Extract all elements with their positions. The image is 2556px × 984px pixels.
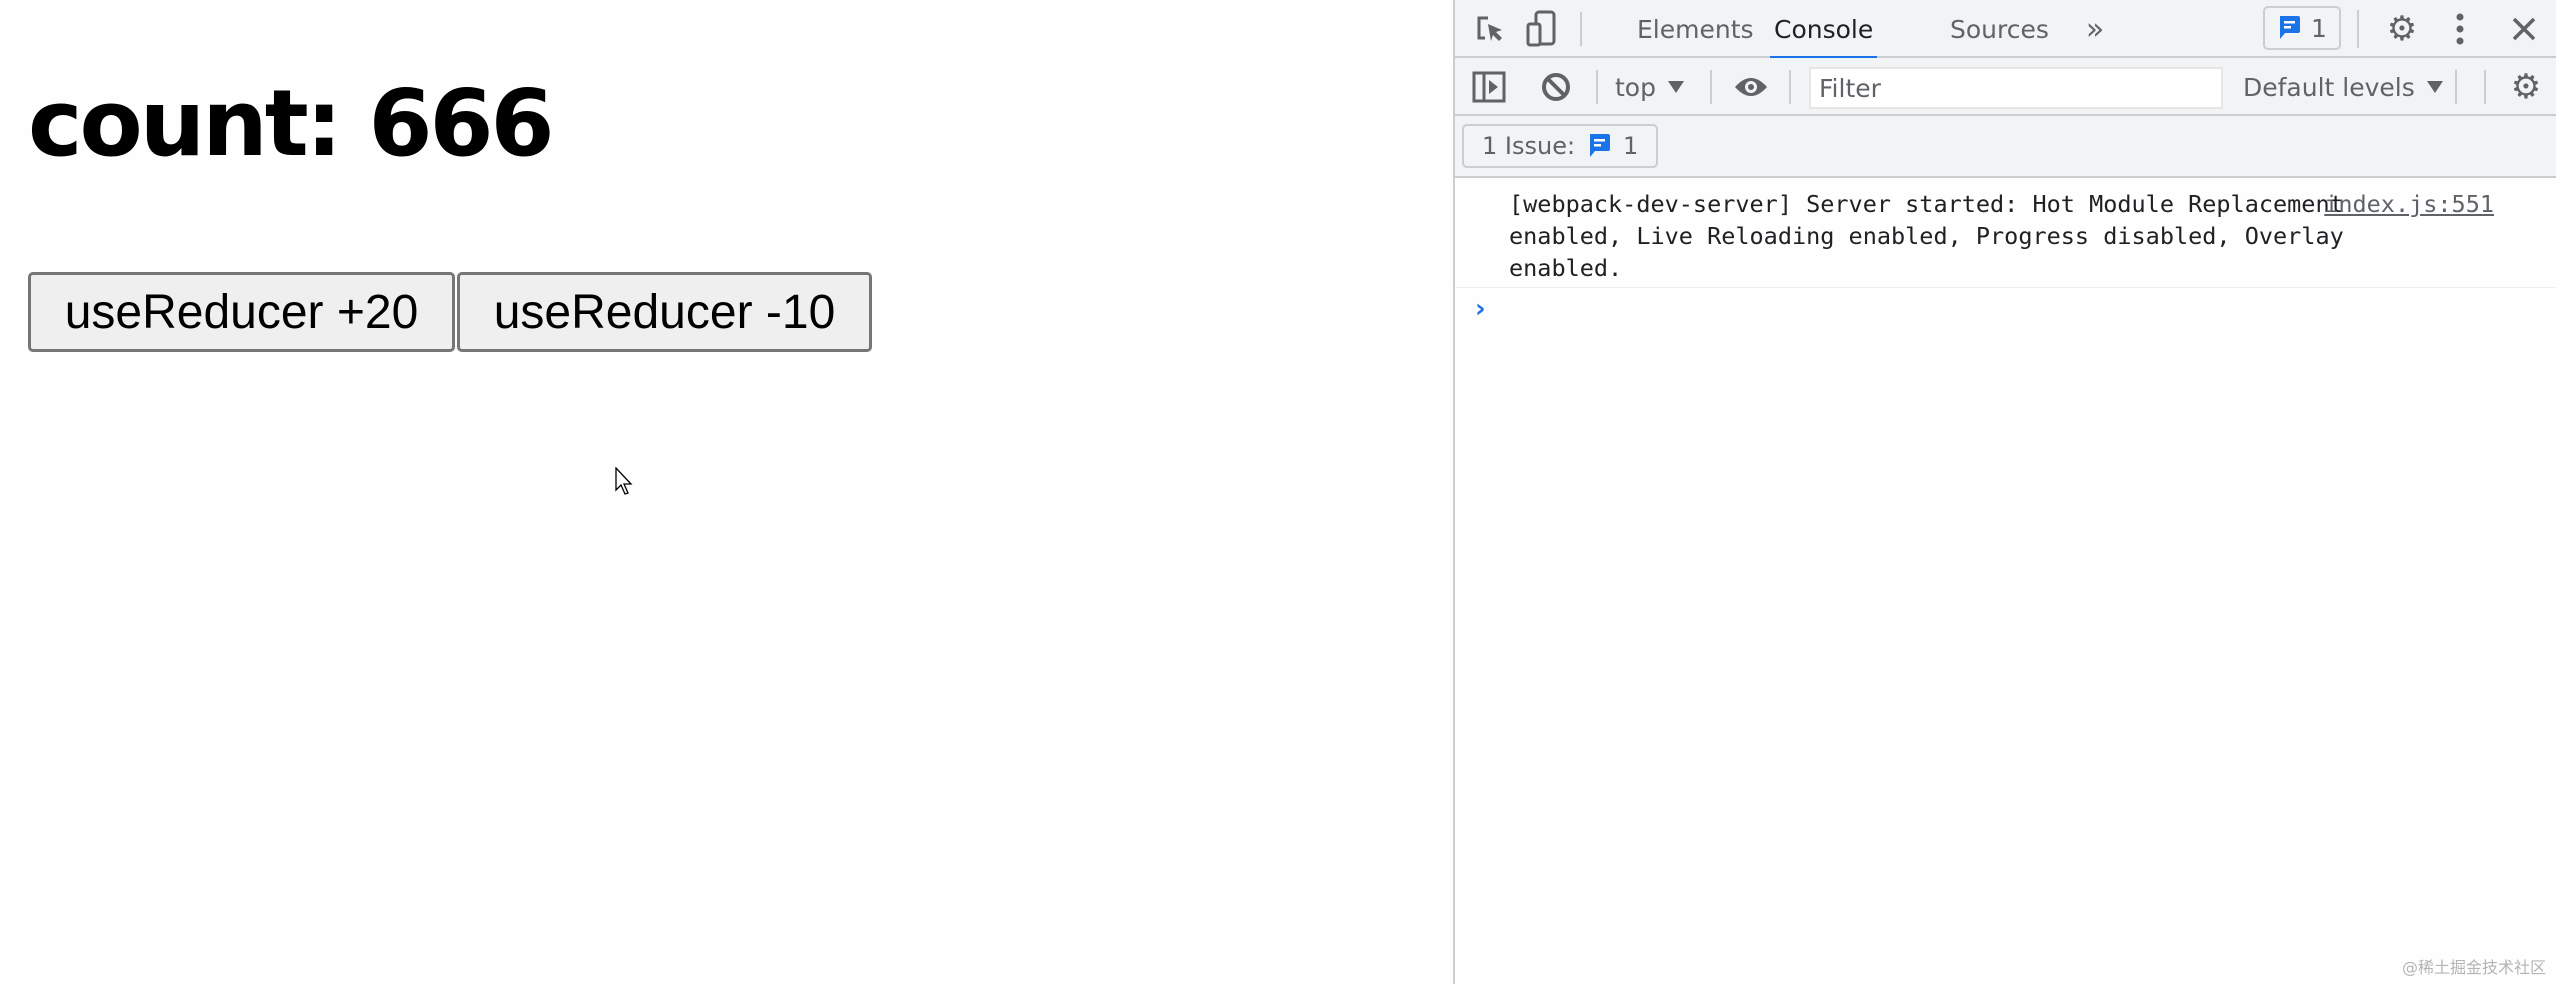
toolbar-divider	[2484, 70, 2486, 104]
watermark: @稀土掘金技术社区	[2401, 958, 2546, 977]
filter-box	[1809, 67, 2223, 109]
issues-bar: 1 Issue: 1	[1455, 116, 2556, 178]
show-sidebar-icon[interactable]	[1471, 70, 1507, 104]
tab-elements[interactable]: Elements	[1637, 14, 1754, 44]
devtools-panel: Elements Console Sources » 1 ⚙ top	[1453, 0, 2556, 984]
issues-button[interactable]: 1 Issue: 1	[1462, 124, 1659, 168]
issue-message-icon	[1590, 134, 1611, 157]
tab-console[interactable]: Console	[1770, 0, 1878, 60]
log-levels-label: Default levels	[2243, 72, 2415, 102]
issues-badge-count: 1	[2311, 13, 2327, 43]
console-message: [webpack-dev-server] Server started: Hot…	[1455, 178, 2556, 288]
devtools-tabbar: Elements Console Sources » 1 ⚙	[1455, 0, 2556, 60]
web-page: count: 666 useReducer +20 useReducer -10	[28, 70, 872, 495]
console-filter-input[interactable]	[1819, 69, 2221, 107]
console-toolbar: top Default levels ⚙	[1455, 58, 2556, 116]
more-options-kebab-icon[interactable]	[2445, 10, 2475, 48]
count-heading: count: 666	[28, 70, 555, 177]
context-selector-value: top	[1615, 72, 1656, 102]
issues-label: 1 Issue:	[1482, 132, 1576, 160]
increment-20-button[interactable]: useReducer +20	[28, 272, 455, 352]
context-selector[interactable]: top	[1615, 58, 1684, 116]
clear-console-icon[interactable]	[1539, 70, 1573, 104]
toolbar-divider	[2455, 70, 2457, 104]
button-row: useReducer +20 useReducer -10	[28, 272, 872, 352]
inspect-element-icon[interactable]	[1473, 12, 1507, 46]
console-prompt[interactable]: ›	[1455, 288, 2556, 332]
settings-gear-icon[interactable]: ⚙	[2386, 9, 2418, 49]
dropdown-triangle-icon	[1667, 81, 1684, 93]
toolbar-divider	[1580, 12, 1582, 46]
toolbar-divider	[1710, 70, 1712, 104]
toolbar-divider	[2357, 10, 2359, 48]
console-input[interactable]	[1509, 292, 2489, 326]
console-message-text: [webpack-dev-server] Server started: Hot…	[1509, 190, 2358, 282]
more-tabs-chevron-icon[interactable]: »	[2085, 11, 2105, 47]
issue-message-icon	[2280, 16, 2301, 39]
issues-counter-badge[interactable]: 1	[2263, 6, 2341, 50]
device-toolbar-icon[interactable]	[1525, 10, 1559, 48]
toolbar-divider	[1596, 70, 1598, 104]
issues-count: 1	[1623, 132, 1639, 160]
live-expression-eye-icon[interactable]	[1731, 70, 1771, 104]
toolbar-divider	[1789, 70, 1791, 104]
tab-sources[interactable]: Sources	[1950, 14, 2049, 44]
log-levels-dropdown[interactable]: Default levels	[2243, 58, 2443, 116]
console-output: [webpack-dev-server] Server started: Hot…	[1455, 178, 2556, 984]
dropdown-triangle-icon	[2426, 81, 2443, 93]
console-message-source-link[interactable]: index.js:551	[2324, 190, 2494, 218]
console-settings-gear-icon[interactable]: ⚙	[2510, 67, 2542, 107]
close-devtools-icon[interactable]	[2507, 12, 2541, 46]
prompt-chevron-icon: ›	[1475, 294, 1486, 324]
decrement-10-button[interactable]: useReducer -10	[457, 272, 872, 352]
mouse-cursor-icon	[615, 467, 633, 495]
